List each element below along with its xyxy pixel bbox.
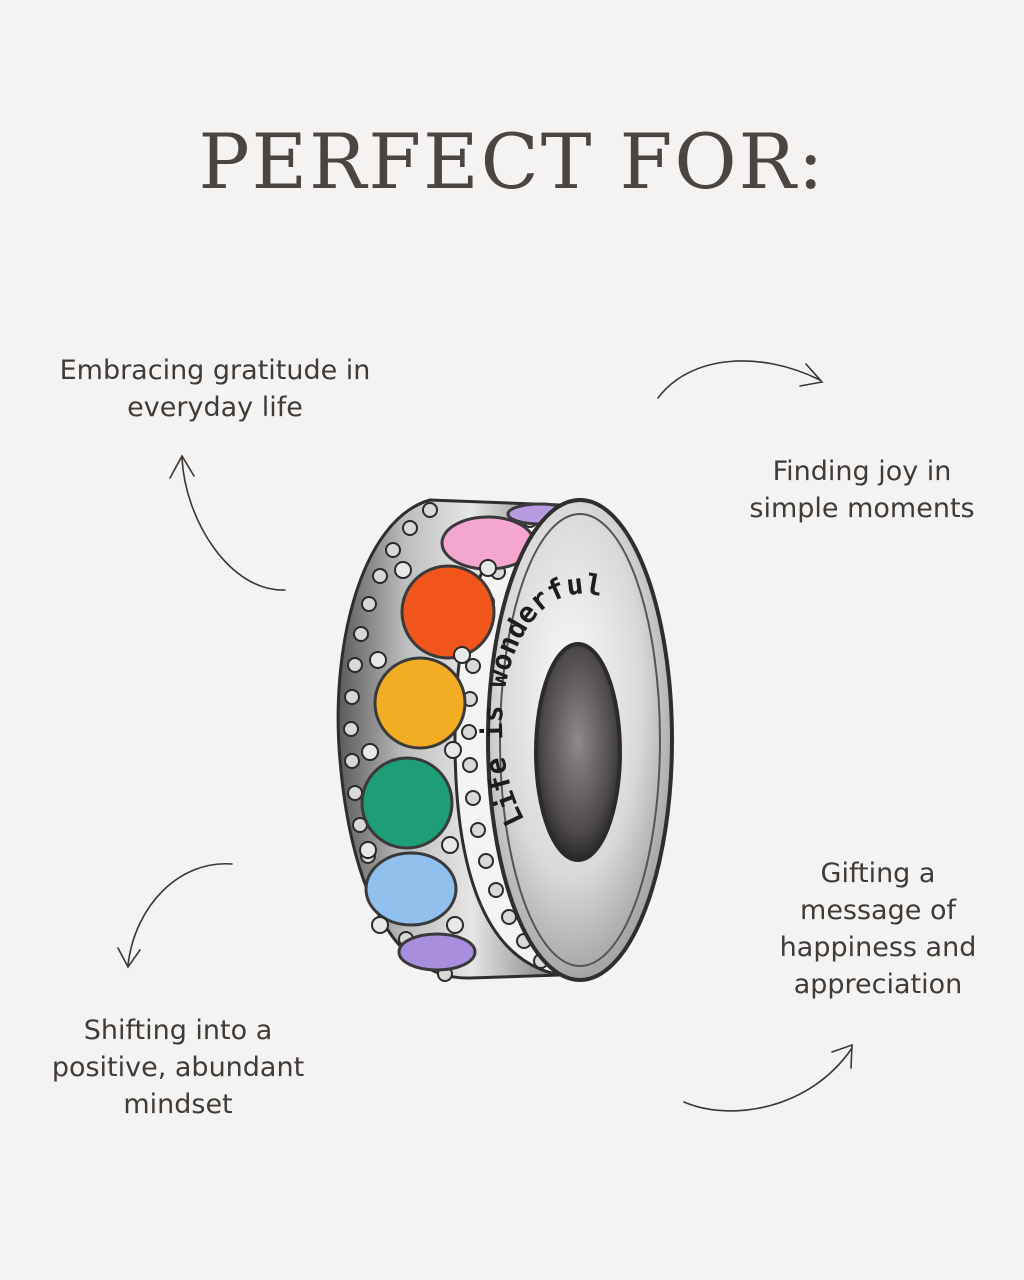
caption-line: appreciation [793, 969, 963, 1000]
caption-line: message of [800, 895, 956, 926]
caption-gifting: Gifting a message of happiness and appre… [740, 855, 1016, 1003]
caption-line: Shifting into a [83, 1015, 273, 1046]
caption-line: Gifting a [820, 858, 936, 889]
caption-line: mindset [123, 1089, 233, 1120]
charm-band [336, 498, 574, 982]
caption-line: everyday life [127, 392, 303, 423]
page-title: PERFECT FOR: [198, 117, 826, 206]
gemstones [360, 502, 574, 972]
arrow-right-icon [657, 360, 824, 399]
caption-line: Finding joy in [772, 456, 952, 487]
arrow-up-icon [169, 454, 286, 591]
caption-line: Embracing gratitude in [59, 355, 371, 386]
arrow-down-icon [117, 863, 233, 969]
caption-gratitude: Embracing gratitude in everyday life [30, 352, 400, 426]
caption-line: happiness and [779, 932, 977, 963]
caption-joy: Finding joy in simple moments [712, 453, 1012, 527]
caption-line: simple moments [749, 493, 975, 524]
caption-shifting: Shifting into a positive, abundant minds… [20, 1012, 336, 1123]
caption-line: positive, abundant [51, 1052, 305, 1083]
arrow-up-right-icon [683, 1043, 853, 1112]
